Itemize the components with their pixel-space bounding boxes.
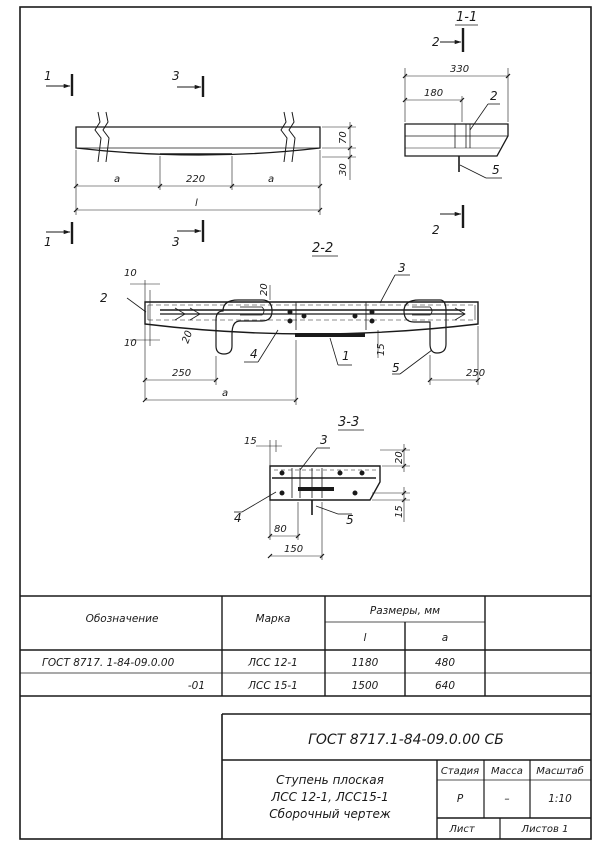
table-row-2-a: 640	[435, 680, 455, 692]
section-2-2-dim-10-top: 10	[124, 268, 137, 279]
title-block-mass-label: Масса	[491, 766, 523, 777]
section-3-3-dim-80: 80	[274, 524, 287, 535]
title-block-stage-value: Р	[457, 793, 464, 805]
table-row-1-l: 1180	[352, 657, 379, 669]
table-header-mark: Марка	[256, 613, 291, 625]
section-2-2-dim-15: 15	[376, 343, 387, 356]
section-1-1-mark-2-top: 2	[432, 35, 440, 49]
title-block-scale-label: Масштаб	[536, 765, 584, 777]
section-3-3-dim-150: 150	[284, 544, 303, 555]
section-3-3-callout-3: 3	[320, 433, 328, 447]
table-row-1-mark: ЛСС 12-1	[247, 657, 298, 669]
title-block-sheets-label: Листов 1	[521, 824, 569, 835]
table-row-1-designation: ГОСТ 8717. 1-84-09.0.00	[42, 657, 175, 669]
section-2-2-dim-10-bottom: 10	[124, 338, 137, 349]
table-header-designation: Обозначение	[86, 613, 159, 625]
spec-table	[20, 595, 591, 697]
section-3-3-dim-15-right: 15	[394, 505, 405, 518]
section-2-2-dim-a: a	[222, 388, 228, 399]
table-row-2-mark: ЛСС 15-1	[247, 680, 298, 692]
elevation-section-3-label: 3	[172, 69, 180, 83]
section-1-1-callout-2: 2	[490, 89, 498, 103]
elevation-dim-220: 220	[186, 174, 205, 185]
section-3-3-view	[234, 440, 410, 560]
section-2-2-dim-20-top: 20	[259, 283, 270, 296]
table-header-l: l	[364, 632, 367, 644]
section-2-2-title: 2-2	[312, 241, 333, 256]
section-1-1-mark-2-bottom: 2	[432, 223, 440, 237]
section-3-3-dim-20: 20	[394, 451, 405, 464]
elevation-section-1-label: 1	[44, 69, 52, 83]
table-header-sizes: Размеры, мм	[370, 605, 440, 617]
section-3-3-dim-15-left: 15	[244, 436, 257, 447]
section-2-2-dim-250-left: 250	[172, 368, 191, 379]
title-block-mass-value: –	[504, 793, 509, 805]
section-1-1-dim-330: 330	[450, 64, 469, 75]
section-1-1-dim-180: 180	[424, 88, 443, 99]
section-2-2-callout-2: 2	[100, 291, 108, 305]
section-1-1-callout-5: 5	[492, 163, 500, 177]
table-row-2-l: 1500	[352, 680, 379, 692]
table-header-a: a	[442, 632, 448, 644]
elevation-dim-a-left: a	[114, 174, 120, 185]
section-3-3-title: 3-3	[338, 415, 359, 430]
section-3-3-callout-4: 4	[234, 511, 242, 525]
elevation-dim-l: l	[195, 198, 198, 209]
elevation-dim-30: 30	[338, 163, 349, 176]
elevation-dim-a-right: a	[268, 174, 274, 185]
table-row-2-designation: -01	[188, 680, 205, 692]
title-block-name-line-3: Сборочный чертеж	[269, 807, 391, 821]
table-row-1-a: 480	[435, 657, 455, 669]
section-3-3-callout-5: 5	[346, 513, 354, 527]
sheet-frame	[19, 6, 592, 840]
section-2-2-callout-3: 3	[398, 261, 406, 275]
title-block-scale-value: 1:10	[548, 793, 572, 805]
section-2-2-callout-4: 4	[250, 347, 258, 361]
section-2-2-callout-5: 5	[392, 361, 400, 375]
elevation-dim-70: 70	[338, 131, 349, 144]
section-1-1-title: 1-1	[456, 10, 477, 25]
title-block-name-line-2: ЛСС 12-1, ЛСС15-1	[270, 790, 388, 804]
elevation-view	[46, 74, 356, 244]
elevation-section-3-label-bottom: 3	[172, 235, 180, 249]
section-2-2-view	[126, 274, 481, 405]
section-2-2-dim-20-side: 20	[180, 329, 195, 345]
elevation-section-1-label-bottom: 1	[44, 235, 52, 249]
title-block	[221, 713, 591, 839]
section-1-1-view	[402, 24, 511, 228]
title-block-doc-number: ГОСТ 8717.1-84-09.0.00 СБ	[308, 732, 504, 748]
title-block-name-line-1: Ступень плоская	[276, 773, 384, 787]
section-2-2-dim-250-right: 250	[466, 368, 485, 379]
title-block-stage-label: Стадия	[441, 766, 479, 777]
section-2-2-callout-1: 1	[342, 349, 350, 363]
title-block-sheet-label: Лист	[448, 824, 476, 835]
